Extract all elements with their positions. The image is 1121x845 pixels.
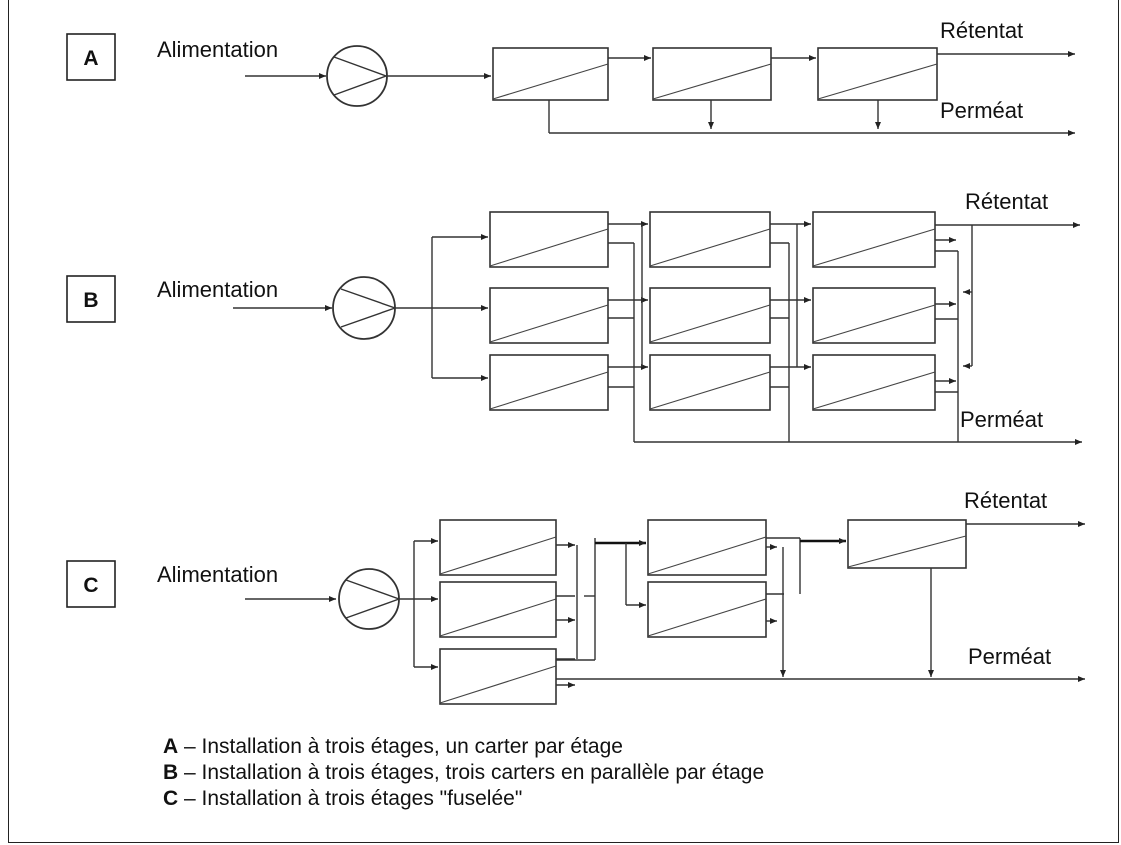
legend-text-b: – Installation à trois étages, trois car… — [178, 761, 765, 784]
membrane-module-c3-1 — [847, 519, 967, 569]
membrane-module-a2 — [652, 47, 772, 101]
config-a: A Alimentation Rétentat Perméat — [66, 18, 1075, 136]
permeate-label-c: Perméat — [968, 644, 1051, 669]
membrane-module-b1-2 — [489, 287, 609, 344]
retentate-label-c: Rétentat — [964, 488, 1047, 513]
membrane-module-c1-1 — [439, 519, 557, 576]
membrane-module-c1-3 — [439, 648, 557, 705]
membrane-module-b3-2 — [812, 287, 936, 344]
figure-frame — [8, 0, 1119, 843]
membrane-module-b3-3 — [812, 354, 936, 411]
membrane-module-a1 — [492, 47, 609, 101]
membrane-module-b1-1 — [489, 211, 609, 268]
legend-text-c: – Installation à trois étages "fuselée" — [178, 787, 523, 810]
legend-key-a: A — [163, 735, 179, 758]
retentate-label-a: Rétentat — [940, 18, 1023, 43]
feed-label-b: Alimentation — [157, 277, 278, 302]
permeate-label-b: Perméat — [960, 407, 1043, 432]
legend: A – Installation à trois étages, un cart… — [163, 734, 764, 812]
legend-text-a: – Installation à trois étages, un carter… — [178, 735, 623, 758]
config-c: C Alimentation — [66, 488, 1085, 705]
membrane-module-b2-3 — [649, 354, 771, 411]
pump-b — [332, 276, 398, 340]
legend-item-a: A – Installation à trois étages, un cart… — [163, 734, 764, 760]
config-badge-a-label: A — [83, 47, 98, 70]
pump-a — [326, 45, 389, 107]
pump-c — [338, 568, 402, 630]
config-badge-c-label: C — [83, 574, 98, 597]
membrane-module-b2-2 — [649, 287, 771, 344]
config-badge-b — [66, 275, 116, 323]
membrane-module-a3 — [817, 47, 938, 101]
membrane-module-b3-1 — [812, 211, 936, 268]
config-b: B Alimentation — [66, 189, 1082, 445]
legend-item-b: B – Installation à trois étages, trois c… — [163, 760, 764, 786]
config-badge-a — [66, 33, 116, 81]
permeate-label-a: Perméat — [940, 98, 1023, 123]
membrane-module-c2-2 — [647, 581, 767, 638]
feed-label-c: Alimentation — [157, 562, 278, 587]
legend-key-b: B — [163, 761, 179, 784]
config-badge-b-label: B — [83, 289, 98, 312]
config-badge-c — [66, 560, 116, 608]
membrane-module-c2-1 — [647, 519, 767, 576]
membrane-module-c1-2 — [439, 581, 557, 638]
membrane-module-b2-1 — [649, 211, 771, 268]
membrane-module-b1-3 — [489, 354, 609, 411]
legend-key-c: C — [163, 787, 179, 810]
feed-label-a: Alimentation — [157, 37, 278, 62]
legend-item-c: C – Installation à trois étages "fuselée… — [163, 786, 764, 812]
retentate-label-b: Rétentat — [965, 189, 1048, 214]
